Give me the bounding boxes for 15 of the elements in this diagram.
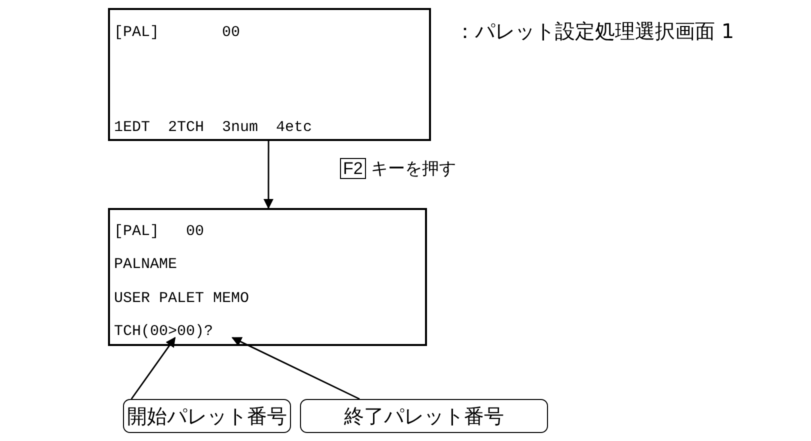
arrow — [232, 337, 360, 400]
screen-text: 1EDT 2TCH 3num 4etc — [114, 119, 312, 137]
lcd-screen — [108, 8, 431, 141]
arrow — [263, 141, 274, 209]
edge-label: F2 キーを押す — [340, 157, 456, 180]
arrow — [130, 336, 176, 400]
screen-text: PALNAME — [114, 256, 178, 274]
screen-text: USER PALET MEMO — [114, 290, 250, 308]
screen-text: [PAL] 00 — [114, 24, 240, 42]
screen-caption: ：パレット設定処理選択画面 1 — [455, 18, 734, 45]
callout-box: 終了パレット番号 — [300, 399, 548, 433]
lcd-screen — [108, 208, 427, 346]
screen-text: [PAL] 00 — [114, 223, 204, 241]
callout-box: 開始パレット番号 — [123, 399, 291, 433]
screen-text: TCH(00>00)? — [114, 323, 214, 341]
